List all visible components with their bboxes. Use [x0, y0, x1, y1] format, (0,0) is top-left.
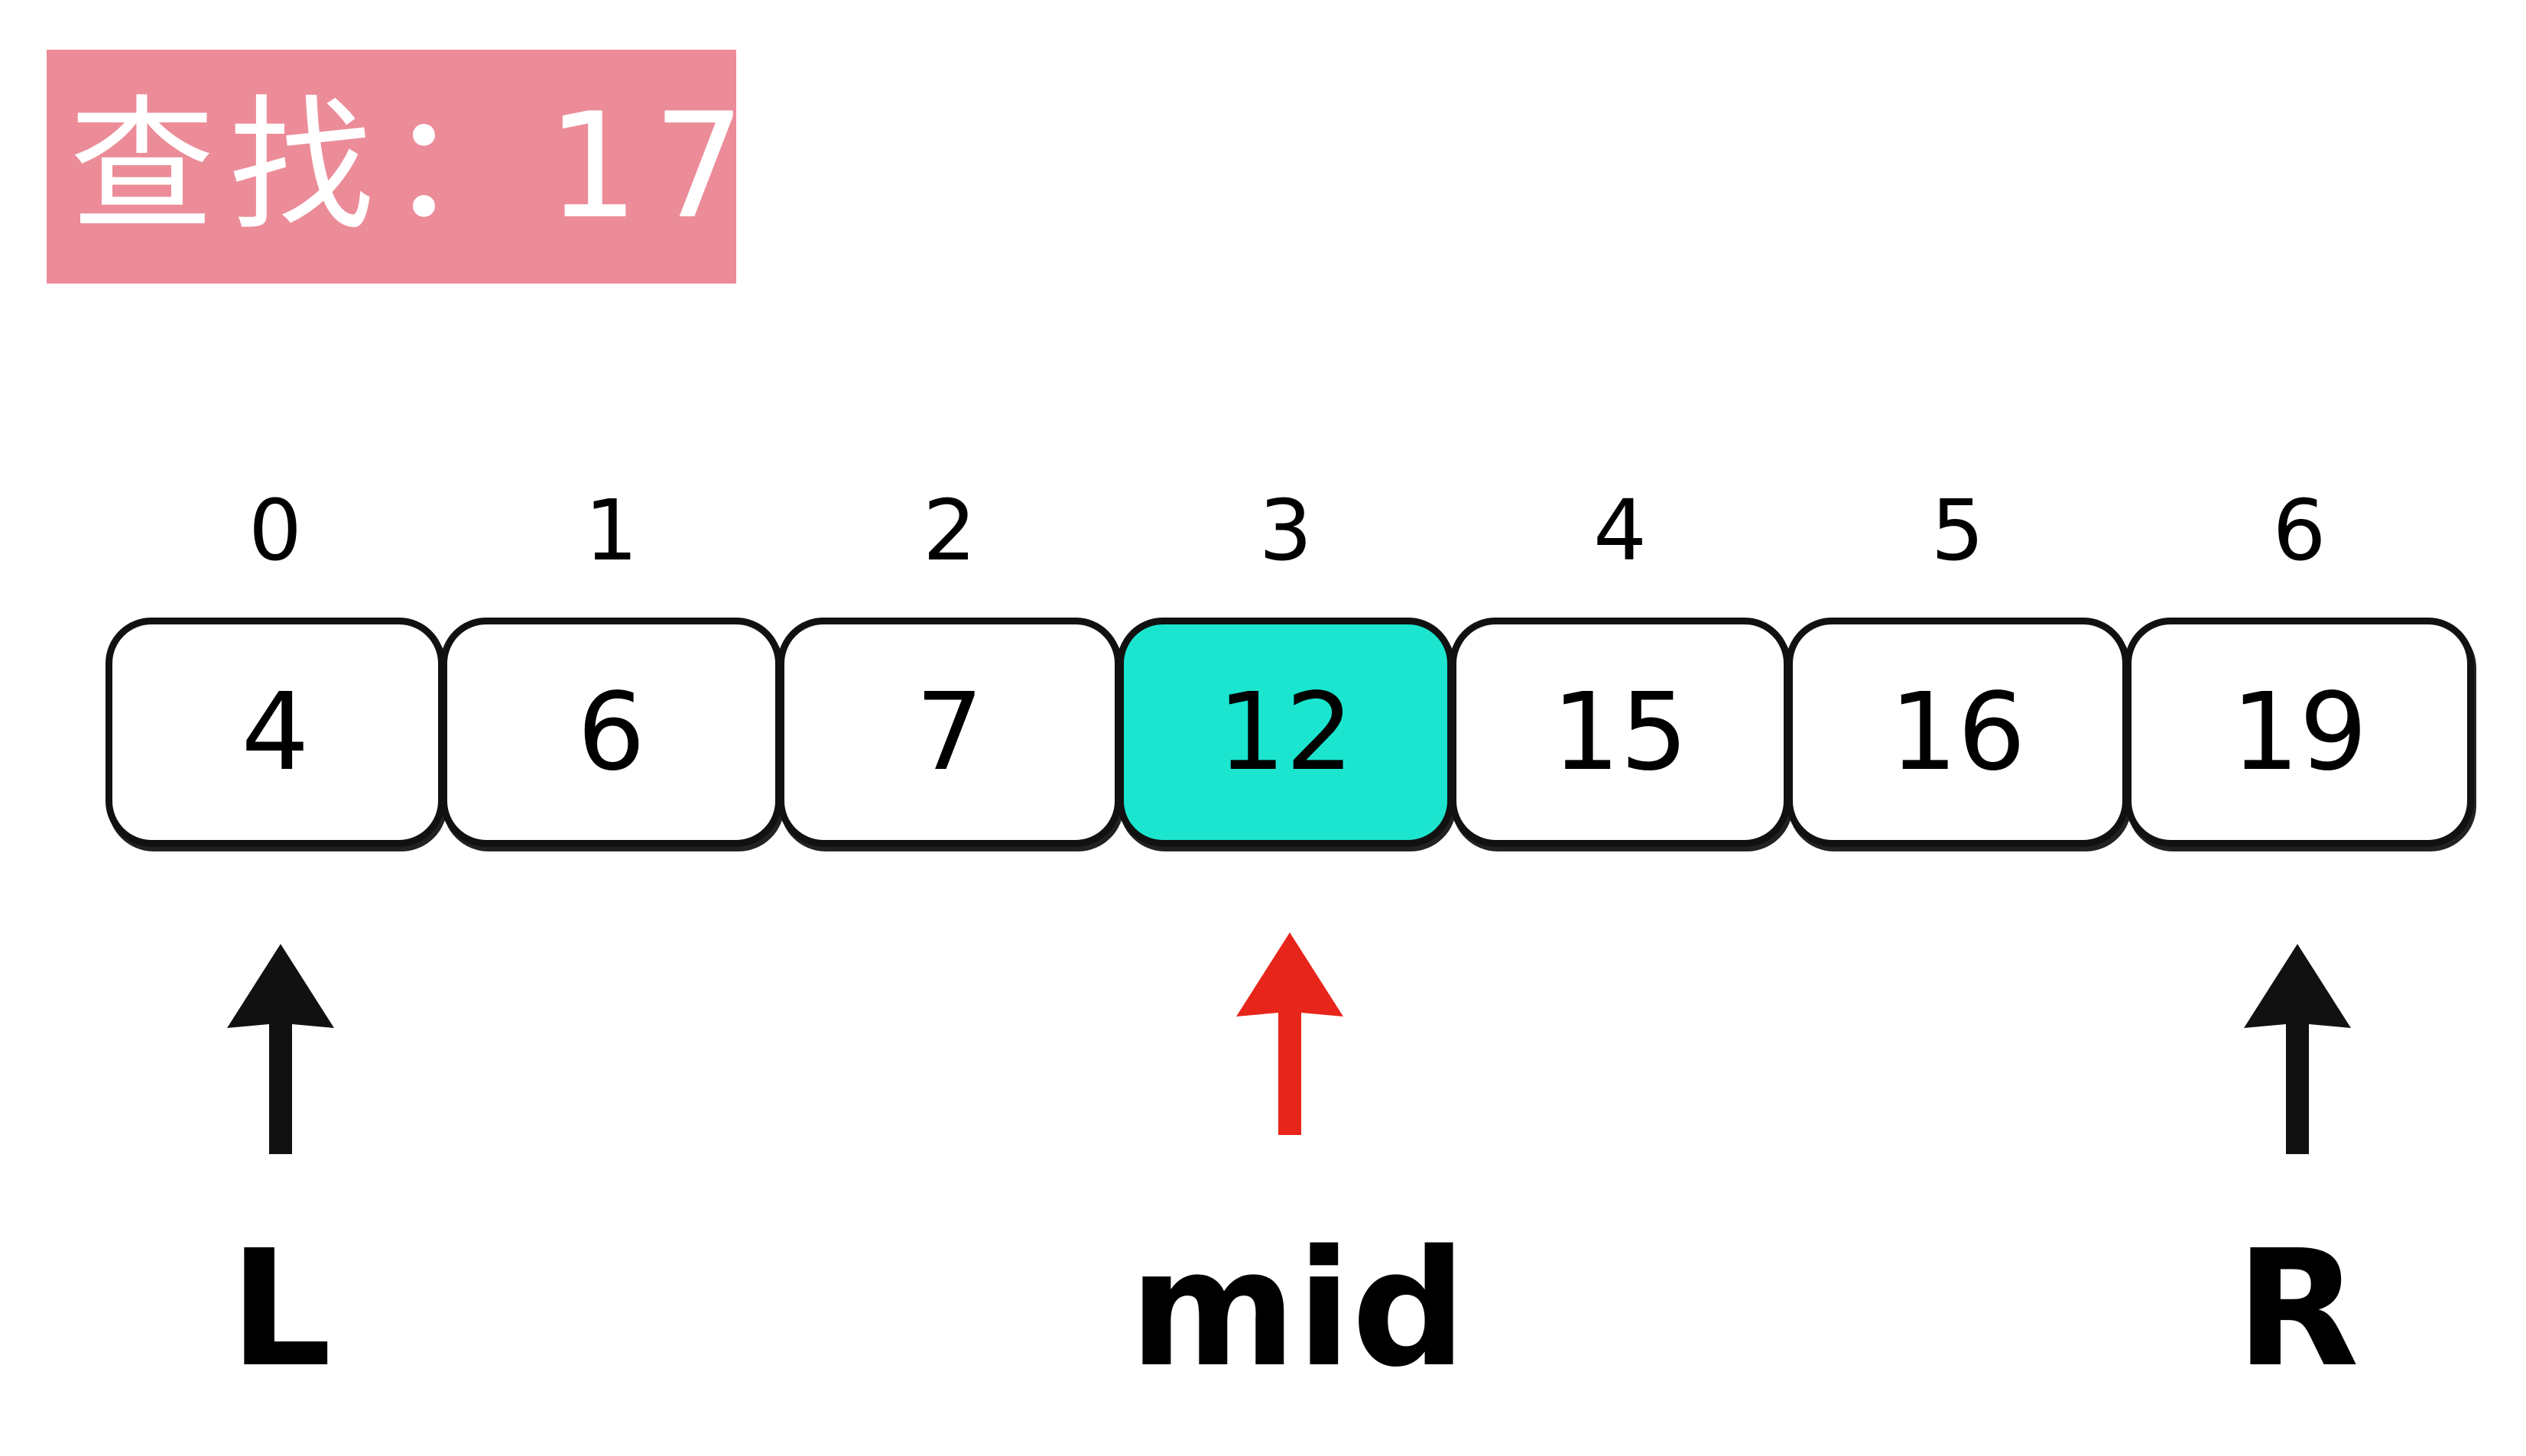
- array-index: 2: [923, 482, 976, 579]
- array-index: 0: [248, 482, 302, 579]
- left-pointer-label: L: [229, 1215, 332, 1402]
- search-target-title: 查找：17: [47, 50, 745, 284]
- array-index: 1: [584, 482, 638, 579]
- array-cell: 19: [2125, 618, 2474, 847]
- right-pointer-label: R: [2235, 1215, 2359, 1402]
- array-index: 6: [2272, 482, 2326, 579]
- array-index: 5: [1930, 482, 1985, 579]
- array-cell: 6: [440, 618, 782, 847]
- array-cell: 15: [1450, 618, 1791, 847]
- mid-pointer-label: mid: [1129, 1215, 1467, 1402]
- left-pointer-arrow-icon: [227, 944, 334, 1154]
- array-cell-mid: 12: [1117, 618, 1454, 847]
- array-cell: 4: [106, 618, 445, 847]
- mid-pointer-arrow-icon: [1236, 932, 1343, 1135]
- array-index: 4: [1593, 482, 1647, 579]
- array-cell: 7: [778, 618, 1122, 847]
- right-pointer-arrow-icon: [2244, 944, 2351, 1154]
- array-cell: 16: [1786, 618, 2129, 847]
- array-index: 3: [1258, 482, 1313, 579]
